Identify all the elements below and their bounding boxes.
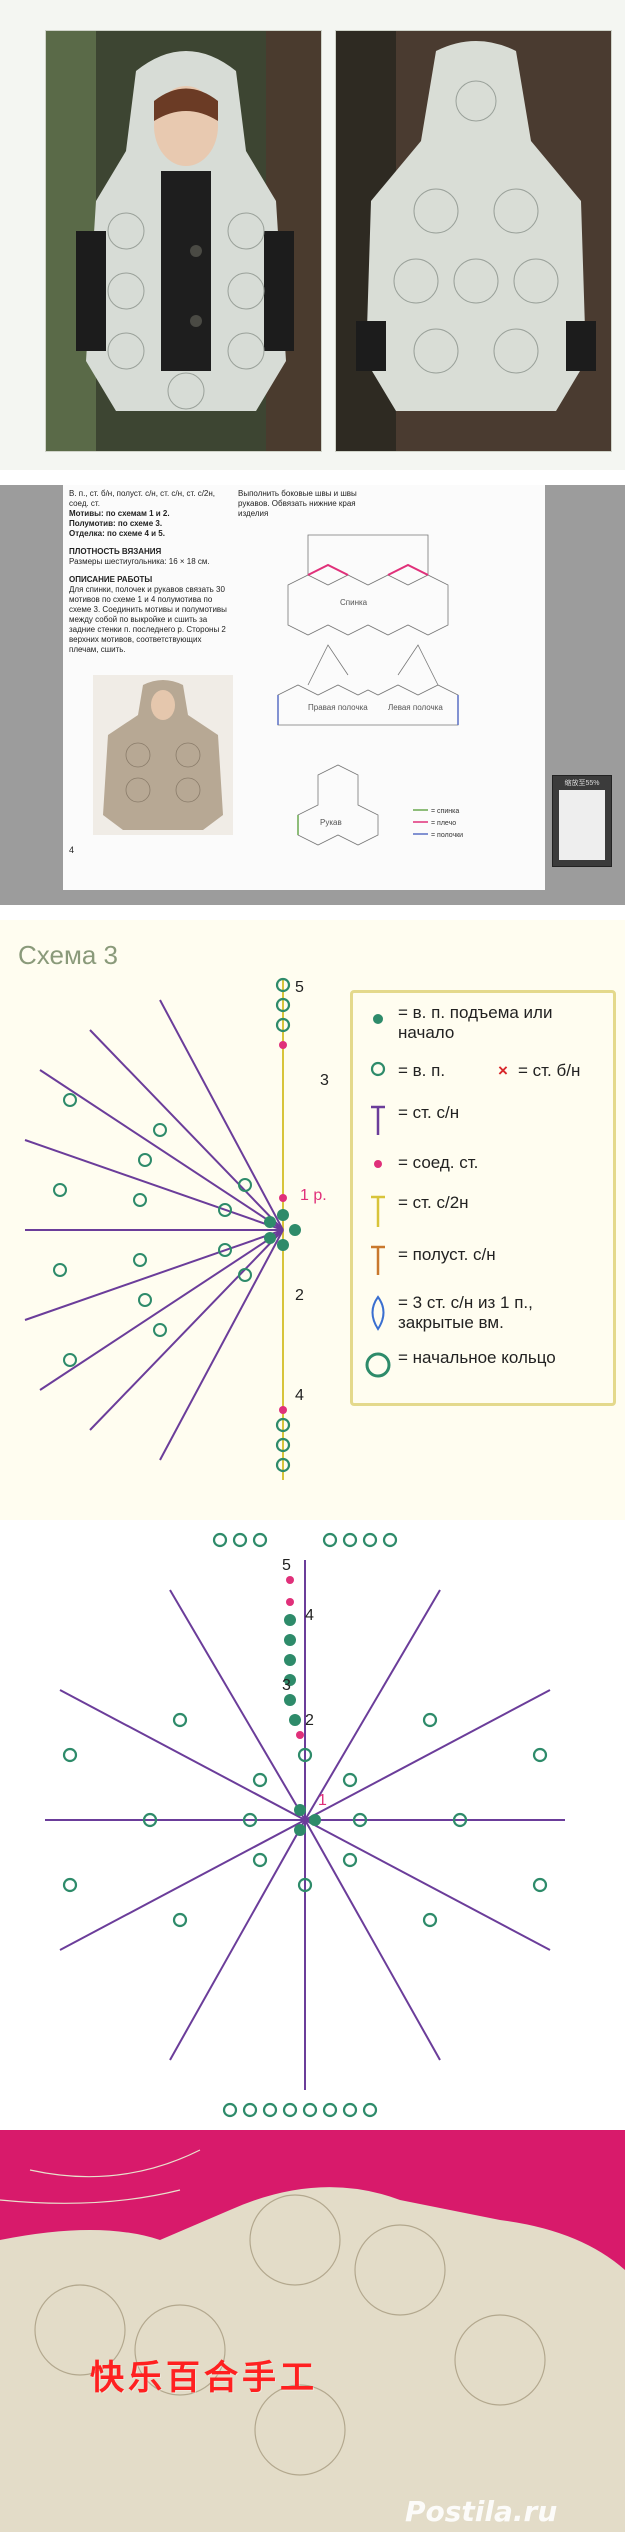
postila-watermark: Postila.ru (405, 2495, 558, 2528)
density-title: ПЛОТНОСТЬ ВЯЗАНИЯ (69, 547, 162, 556)
legend-symbols (365, 1014, 391, 1378)
hex-row-label-2: 2 (305, 1712, 314, 1729)
hex-row-label-4: 4 (305, 1607, 314, 1624)
legend-slip-stitch: = соед. ст. (398, 1153, 479, 1172)
hexagon-scheme-panel: 5 4 3 2 1 (0, 1520, 625, 2130)
legend-cluster: = 3 ст. с/н из 1 п., закрытые вм. (398, 1293, 533, 1332)
magazine-page-panel: В. п., ст. б/н, полуст. с/н, ст. с/н, ст… (0, 485, 625, 905)
legend-single-crochet: = ст. б/н (518, 1061, 581, 1080)
work-text: Для спинки, полочек и рукавов связать 30… (69, 585, 227, 654)
hex-row-label-1: 1 (318, 1792, 327, 1809)
cross-icon: × (498, 1061, 508, 1080)
zoom-widget[interactable]: 缩放至55% (552, 775, 612, 867)
back-label: Спинка (340, 598, 368, 607)
finishing-line: Отделка: по схеме 4 и 5. (69, 529, 165, 538)
legend-half-double: = полуст. с/н (398, 1245, 496, 1264)
row-label-5: 5 (295, 979, 304, 996)
hex-row-label-5: 5 (282, 1557, 291, 1574)
scheme-title: Схема 3 (18, 940, 118, 970)
legend-back: = спинка (431, 808, 459, 815)
work-title: ОПИСАНИЕ РАБОТЫ (69, 575, 153, 584)
page-number: 4 (69, 845, 75, 855)
hex-row-label-3: 3 (282, 1677, 291, 1694)
scheme3-panel: Схема 3 (0, 920, 625, 1520)
right-front-label: Правая полочка (308, 703, 368, 712)
chinese-caption: 快乐百合手工 (90, 2358, 318, 2398)
legend-shoulder: = плечо (431, 820, 456, 827)
back-photo (335, 30, 612, 452)
legend-treble: = ст. с/2н (398, 1193, 469, 1212)
row-label-4: 4 (295, 1387, 304, 1404)
hexagon-diagram: 5 4 3 2 1 (45, 1532, 565, 2118)
legend-chain-lift: = в. п. подъема или начало (398, 1003, 553, 1042)
density-text: Размеры шестиугольника: 16 × 18 см. (69, 557, 210, 566)
work-in-progress-photo: 快乐百合手工 Postila.ru (0, 2130, 625, 2532)
legend-fronts: = полочки (431, 832, 463, 839)
front-photo (45, 30, 322, 452)
left-front-label: Левая полочка (388, 703, 443, 712)
motifs-line: Мотивы: по схемам 1 и 2. (69, 509, 170, 518)
cardigan-photo (93, 675, 233, 835)
materials-line: В. п., ст. б/н, полуст. с/н, ст. с/н, ст… (69, 489, 216, 508)
materials-text: В. п., ст. б/н, полуст. с/н, ст. с/н, ст… (69, 489, 229, 655)
zoom-label: 缩放至55% (564, 780, 600, 787)
half-motif-line: Полумотив: по схеме 3. (69, 519, 163, 528)
photo-panel (0, 0, 625, 470)
legend-box: = в. п. подъема или начало = в. п. × = с… (350, 990, 616, 1406)
row-label-3: 3 (320, 1072, 329, 1089)
legend-chain: = в. п. (398, 1061, 446, 1080)
legend-double-crochet: = ст. с/н (398, 1103, 460, 1122)
scheme3-diagram: 5 3 1 р. 2 4 (24, 977, 329, 1480)
row-label-1: 1 р. (300, 1187, 327, 1204)
crochet-piece (0, 2130, 625, 2532)
pattern-diagram: Спинка Правая полочка Левая полочка Рука… (277, 534, 463, 846)
zoom-thumbnail[interactable] (559, 790, 605, 860)
magazine-page: В. п., ст. б/н, полуст. с/н, ст. с/н, ст… (63, 485, 545, 890)
legend-magic-ring: = начальное кольцо (398, 1348, 556, 1367)
right-column-text: Выполнить боковые швы и швы рукавов. Обв… (238, 489, 357, 518)
sleeve-label: Рукав (320, 818, 342, 827)
row-label-2: 2 (295, 1287, 304, 1304)
